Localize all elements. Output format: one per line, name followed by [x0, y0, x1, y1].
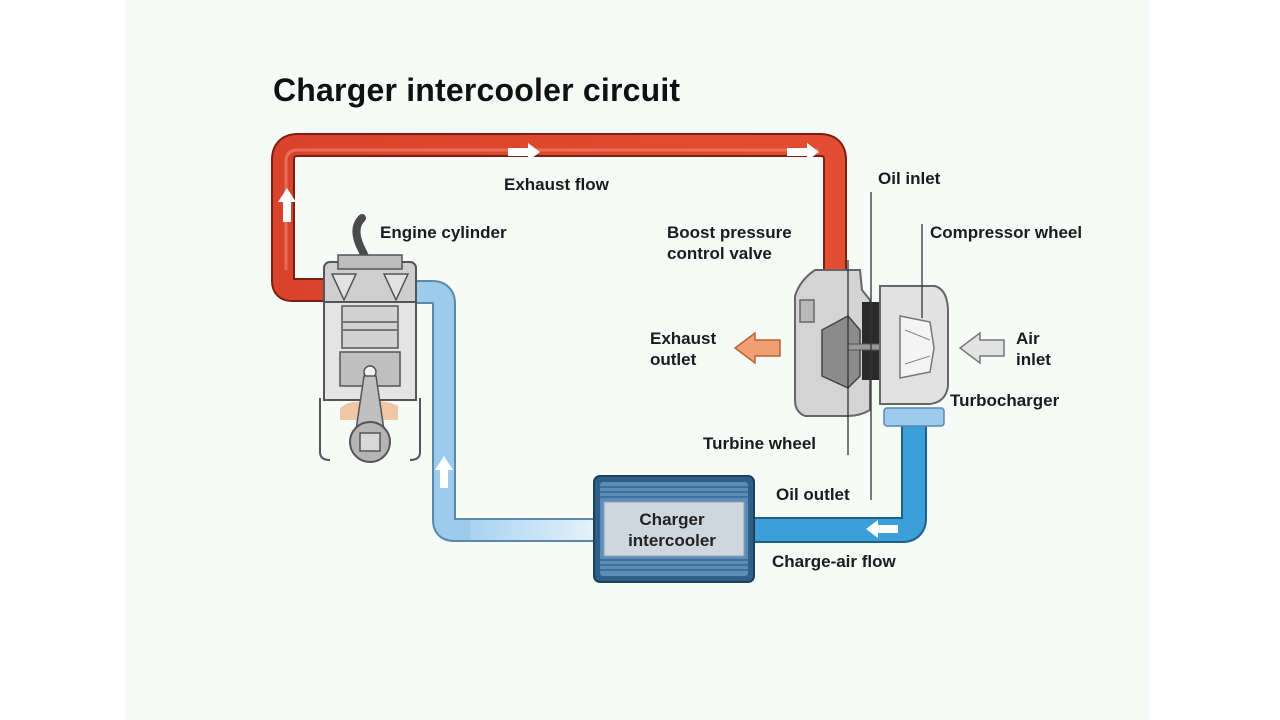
label-engine-cylinder: Engine cylinder: [380, 223, 507, 242]
label-exhaust-outlet-line2: outlet: [650, 350, 697, 369]
exhaust-outlet-arrow: [733, 331, 781, 365]
label-turbocharger: Turbocharger: [950, 391, 1060, 410]
air-inlet-arrow: [958, 331, 1005, 365]
label-boost-pressure-control-valve: Boost pressure control valve: [667, 222, 792, 264]
turbocharger: [794, 269, 949, 417]
label-exhaust-outlet: Exhaust outlet: [650, 328, 716, 370]
label-boost-pressure-line2: control valve: [667, 244, 772, 263]
charge-air-pipe: [750, 407, 945, 543]
cooled-air-pipe: [412, 280, 600, 542]
label-oil-outlet: Oil outlet: [776, 485, 850, 504]
label-air-inlet: Air inlet: [1016, 328, 1051, 370]
label-intercooler-line2: intercooler: [628, 531, 716, 550]
intercooler: [593, 475, 755, 583]
label-air-inlet-line2: inlet: [1016, 350, 1051, 369]
label-compressor-wheel: Compressor wheel: [930, 223, 1083, 242]
label-exhaust-flow: Exhaust flow: [504, 175, 609, 194]
label-intercooler-line1: Charger: [639, 510, 705, 529]
pointer-lines: [847, 192, 923, 500]
diagram-title: Charger intercooler circuit: [273, 72, 681, 108]
exhaust-flow-arrows: [278, 143, 819, 222]
label-oil-inlet: Oil inlet: [878, 169, 941, 188]
engine-cylinder: [319, 214, 421, 463]
label-exhaust-outlet-line1: Exhaust: [650, 329, 717, 348]
label-charge-air-flow: Charge-air flow: [772, 552, 896, 571]
exhaust-pipe: [271, 133, 847, 302]
label-turbine-wheel: Turbine wheel: [703, 434, 817, 453]
label-charger-intercooler: Charger intercooler: [600, 509, 744, 551]
label-air-inlet-line1: Air: [1016, 329, 1040, 348]
label-boost-pressure-line1: Boost pressure: [667, 223, 792, 242]
